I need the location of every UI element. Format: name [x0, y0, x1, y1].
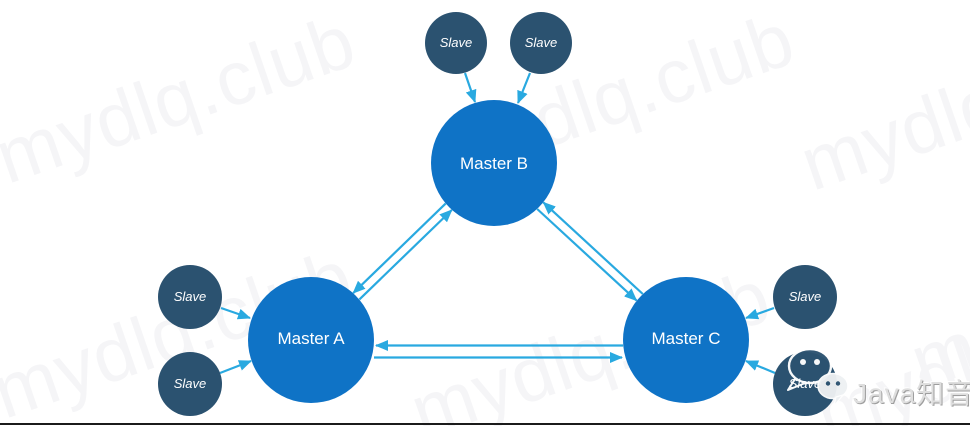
arrow-c-to-b — [542, 201, 644, 295]
master-node-c: Master C — [623, 277, 749, 403]
master-b-label: Master B — [460, 154, 528, 173]
master-c-label: Master C — [652, 329, 721, 348]
slave-circle — [510, 12, 572, 74]
arrow-b-to-c — [536, 208, 638, 302]
arrow-b-to-a — [352, 202, 447, 294]
slave-node-c1: Slave — [773, 265, 837, 329]
slave-circle — [158, 352, 222, 416]
wechat-icon — [787, 347, 833, 391]
slave-circle — [425, 12, 487, 74]
arrow-slave-a2 — [219, 359, 252, 375]
slave-label: Slave — [174, 376, 207, 391]
master-replication-arrows — [352, 201, 644, 363]
arrow-slave-c1 — [745, 306, 775, 320]
slave-label: Slave — [525, 35, 558, 50]
slave-node-b2: Slave — [510, 12, 572, 74]
wechat-icon-front-bubble — [817, 372, 849, 407]
slave-node-a2: Slave — [158, 352, 222, 416]
slave-node-b1: Slave — [425, 12, 487, 74]
slave-label: Slave — [789, 376, 822, 391]
master-node-a: Master A — [248, 277, 374, 403]
slave-label: Slave — [789, 289, 822, 304]
arrow-a-to-b — [358, 209, 453, 301]
arrow-slave-a1 — [220, 306, 251, 320]
arrow-slave-b1 — [463, 72, 477, 103]
brand-label: Java知音 — [853, 378, 970, 409]
master-a-label: Master A — [277, 329, 345, 348]
master-c-circle — [623, 277, 749, 403]
master-b-circle — [431, 100, 557, 226]
slave-circle — [158, 265, 222, 329]
bottom-border-line — [0, 423, 970, 425]
slave-label: Slave — [440, 35, 473, 50]
slave-node-c2: Slave — [773, 347, 849, 416]
slave-label: Slave — [174, 289, 207, 304]
slave-replication-arrows — [219, 72, 776, 375]
arrow-slave-c2 — [745, 359, 776, 375]
master-a-circle — [248, 277, 374, 403]
master-node-b: Master B — [431, 100, 557, 226]
slave-circle — [773, 265, 837, 329]
slave-node-a1: Slave — [158, 265, 222, 329]
arrow-slave-b2 — [516, 72, 532, 104]
